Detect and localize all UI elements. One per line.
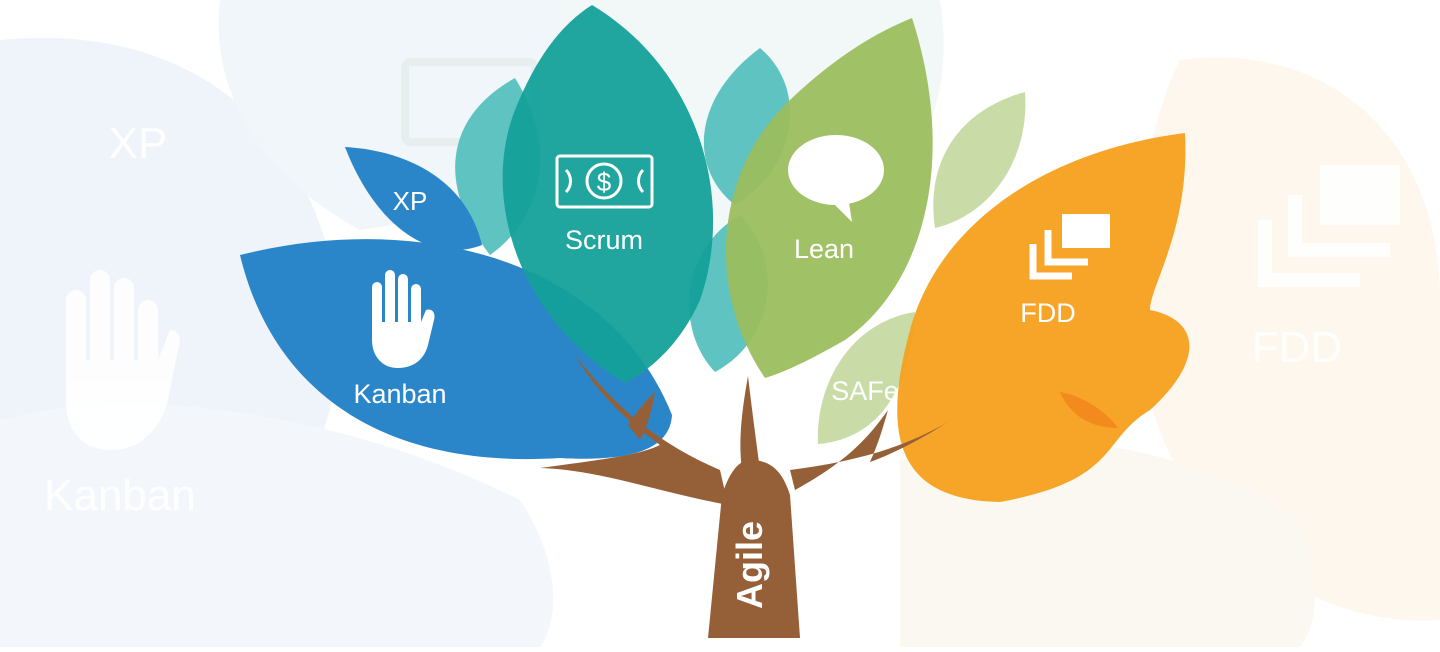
ghost-stacked-pages-icon bbox=[1258, 165, 1400, 287]
leaf-pale-green-right bbox=[933, 92, 1026, 228]
ghost-hand-icon bbox=[66, 270, 180, 450]
leaf-label-lean: Lean bbox=[794, 234, 854, 264]
branch-left bbox=[540, 355, 728, 505]
leaf-label-kanban: Kanban bbox=[353, 379, 446, 409]
ghost-label-xp: XP bbox=[109, 119, 168, 168]
stacked-pages-icon bbox=[1029, 214, 1110, 280]
branch-right bbox=[790, 410, 948, 490]
leaf-label-safe: SAFe bbox=[831, 376, 899, 406]
leaf-xp bbox=[345, 147, 482, 251]
speech-bubble-icon bbox=[788, 135, 884, 222]
branch-center bbox=[740, 376, 760, 470]
leaf-label-fdd: FDD bbox=[1020, 298, 1076, 328]
leaf-safe bbox=[817, 312, 915, 444]
leaf-scrum bbox=[502, 5, 714, 383]
tree-trunk bbox=[540, 355, 948, 638]
trunk-label-agile: Agile bbox=[729, 521, 770, 609]
ghost-label-fdd: FDD bbox=[1252, 323, 1342, 372]
branch-left-fork bbox=[628, 392, 655, 440]
leaf-fdd-accent bbox=[1060, 392, 1118, 428]
svg-text:$: $ bbox=[597, 167, 612, 197]
ghost-label-kanban: Kanban bbox=[44, 471, 196, 520]
hand-icon bbox=[372, 270, 435, 368]
leaf-label-xp: XP bbox=[393, 186, 428, 216]
trunk bbox=[708, 460, 800, 638]
leaf-fdd bbox=[897, 133, 1190, 502]
money-icon: $ bbox=[555, 154, 654, 209]
leaf-label-scrum: Scrum bbox=[565, 225, 643, 255]
ghost-leaf-bottom-left bbox=[0, 404, 554, 647]
